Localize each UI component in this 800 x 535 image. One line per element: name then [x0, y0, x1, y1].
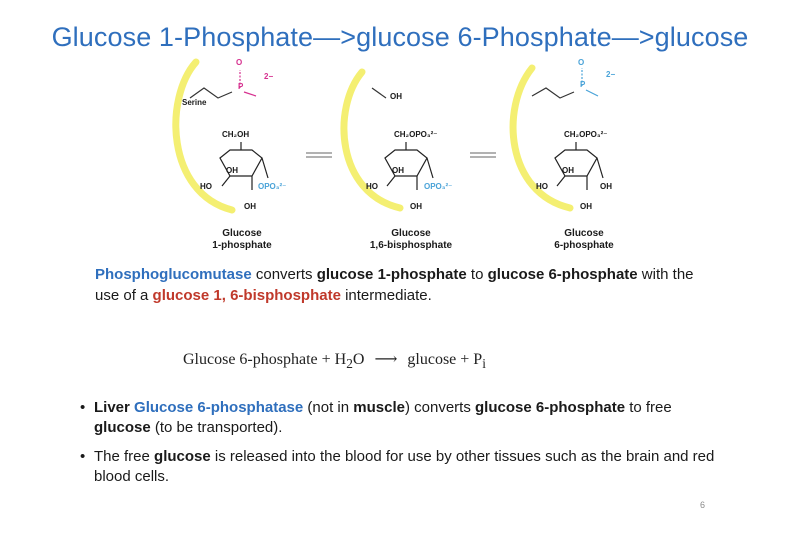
serine-chain-3 — [531, 87, 575, 99]
bullet-item: • Liver Glucose 6-phosphatase (not in mu… — [80, 399, 672, 436]
phosphate-charge-label: 2− — [264, 72, 274, 81]
ring2-ho-label: HO — [366, 182, 378, 191]
bullet-item: • The free glucose is released into the … — [80, 448, 715, 485]
ring3-oh-bottom-label: OH — [580, 202, 592, 211]
intermediate-name: glucose 1, 6-bisphosphate — [152, 287, 341, 304]
enzyme-arc-1 — [172, 58, 236, 214]
ring1-oh-bottom-label: OH — [244, 202, 256, 211]
phosphate-p-label: P — [238, 82, 244, 91]
reaction-figure: Serine O P 2− CH₂OH OH HO OPO₃²⁻ OH Gluc… — [160, 58, 650, 258]
phosphate3-o-label: O — [578, 58, 585, 67]
ch2opo3-label-3: CH₂OPO₃²⁻ — [564, 130, 608, 139]
bullet-icon: • — [80, 448, 86, 465]
ring3-ho-label: HO — [536, 182, 548, 191]
ch2oh-label: CH₂OH — [222, 130, 250, 139]
glucose-ring-2 — [384, 142, 434, 190]
ring2-opo3-label: OPO₃²⁻ — [424, 182, 453, 191]
phosphate3-charge-label: 2− — [606, 70, 616, 79]
ch2opo3-label-2: CH₂OPO₃²⁻ — [394, 130, 438, 139]
reaction-diagram — [172, 58, 604, 214]
ring3-oh-right-label: OH — [600, 182, 612, 191]
serine-chain-1 — [189, 87, 233, 99]
hydrolysis-equation: Glucose 6-phosphate + H2O ⟶ glucose + Pi — [183, 351, 486, 372]
phosphatase-name: Glucose 6-phosphatase — [134, 399, 304, 416]
equilibrium-arrow-1 — [306, 152, 332, 158]
phosphate3-p-label: P — [580, 80, 586, 89]
serine-label: Serine — [182, 98, 207, 107]
slide-title: Glucose 1-Phosphate—>glucose 6-Phosphate… — [51, 22, 749, 52]
ring1-oh-label: OH — [226, 166, 238, 175]
reaction-description: Phosphoglucomutase converts glucose 1-ph… — [95, 266, 694, 304]
serine-chain-2 — [371, 87, 387, 99]
page-number: 6 — [700, 500, 706, 510]
ring2-oh-top-label: OH — [390, 92, 402, 101]
ring2-oh-bottom-label: OH — [410, 202, 422, 211]
enzyme-arc-3 — [509, 64, 574, 212]
bullet-icon: • — [80, 399, 86, 416]
equilibrium-arrow-2 — [470, 152, 496, 158]
ring2-oh-label: OH — [392, 166, 404, 175]
ring1-ho-label: HO — [200, 182, 212, 191]
reaction-arrow-icon: ⟶ — [374, 351, 398, 368]
ring3-oh-label: OH — [562, 166, 574, 175]
bullet-list: • Liver Glucose 6-phosphatase (not in mu… — [80, 398, 720, 496]
enzyme-name: Phosphoglucomutase — [95, 266, 252, 283]
glucose-ring-3 — [554, 142, 604, 190]
phosphate-o-label: O — [236, 58, 243, 67]
ring1-opo3-label: OPO₃²⁻ — [258, 182, 287, 191]
glucose-ring-1 — [219, 142, 269, 190]
enzyme-arc-2 — [340, 68, 404, 212]
